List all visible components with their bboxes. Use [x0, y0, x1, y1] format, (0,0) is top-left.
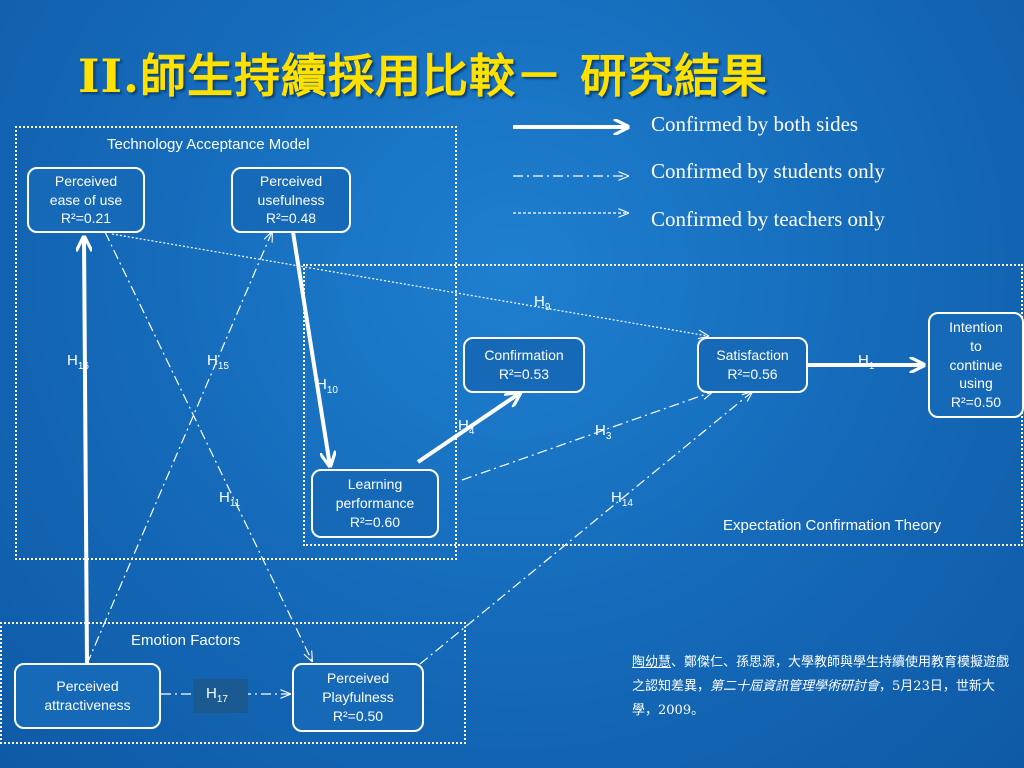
- label-h17: H17: [206, 685, 228, 705]
- arrow-h16: [84, 237, 87, 665]
- emotion-region-label: Emotion Factors: [131, 632, 241, 649]
- citation-venue: 第二十屆資訊管理學術研討會: [710, 679, 880, 695]
- legend-both-label: Confirmed by both sides: [651, 112, 859, 136]
- arrow-h14: [419, 392, 752, 665]
- label-h9: H9: [534, 293, 551, 313]
- label-h1: H1: [858, 352, 875, 372]
- tam-region: [15, 126, 457, 560]
- label-h11: H11: [219, 489, 241, 509]
- legend-students-label: Confirmed by students only: [651, 159, 885, 183]
- label-h4: H4: [458, 417, 475, 437]
- slide-title: II.師生持續採用比較－ 研究結果: [78, 49, 769, 103]
- legend-teachers-label: Confirmed by teachers only: [651, 207, 885, 231]
- label-h15: H15: [207, 352, 229, 372]
- label-h3: H3: [595, 422, 612, 442]
- citation-first-author: 陶幼慧: [632, 655, 672, 670]
- arrow-h9: [111, 233, 708, 336]
- arrow-h3: [461, 392, 712, 481]
- arrow-h15: [86, 232, 272, 665]
- citation: 陶幼慧、鄭傑仁、孫思源，大學教師與學生持續使用教育模擬遊戲之認知差異，第二十屆資…: [632, 651, 1012, 723]
- label-h10: H10: [316, 376, 338, 396]
- arrow-h10: [291, 231, 330, 466]
- label-h16: H16: [67, 352, 89, 372]
- arrow-h11: [104, 231, 312, 661]
- tam-region-label: Technology Acceptance Model: [107, 136, 310, 153]
- label-h14: H14: [611, 489, 633, 509]
- citation-tail: ，5月23日，世新大學，2009。: [632, 679, 995, 719]
- emotion-region: [0, 622, 466, 744]
- citation-authors-title: 、鄭傑仁、孫思源，大學教師與學生持續使用教育模擬遊戲之認知差異，: [632, 655, 1010, 695]
- arrow-h4: [416, 393, 520, 464]
- ect-region-label: Expectation Confirmation Theory: [723, 517, 942, 534]
- h17-label-box: [193, 679, 248, 713]
